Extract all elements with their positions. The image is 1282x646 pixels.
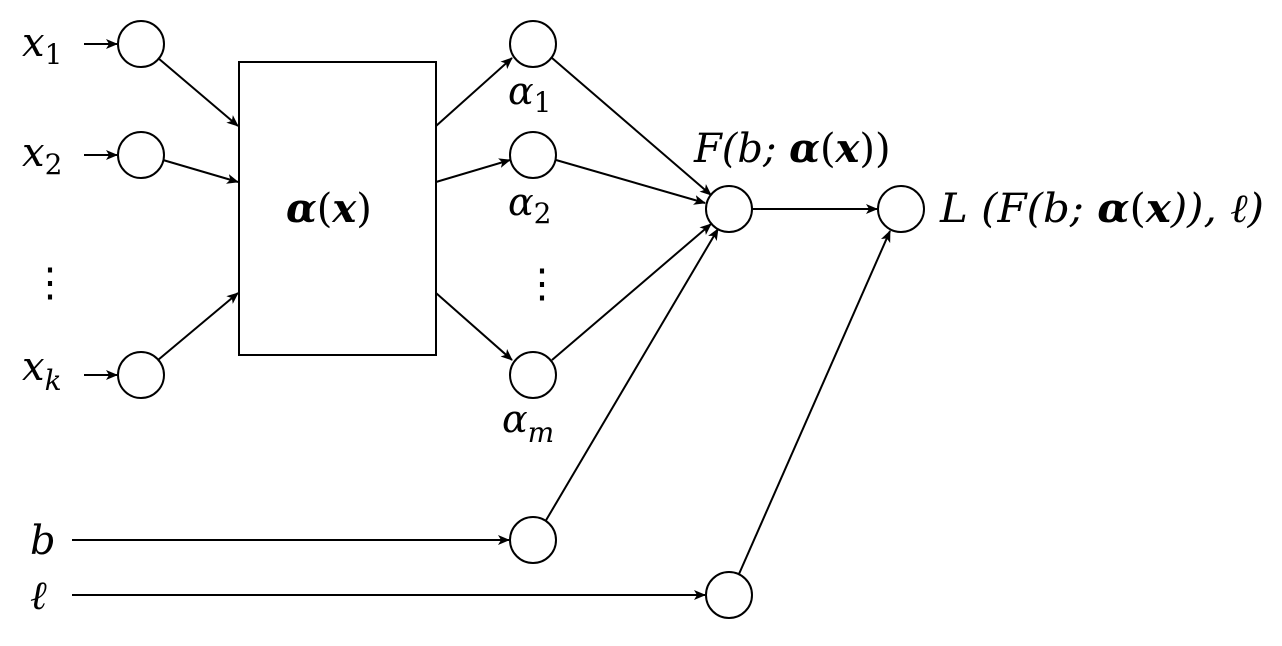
label-alpha-m-sub: m (528, 416, 555, 449)
edge-box-a1 (435, 57, 513, 127)
edge-a2-F (555, 159, 706, 205)
node-xk (117, 351, 165, 399)
box-label-close: ) (356, 186, 372, 232)
edge-l-L (738, 230, 891, 575)
node-F (705, 185, 753, 233)
node-b (509, 516, 557, 564)
label-xk: xk (22, 344, 62, 397)
label-L-alpha: α (1097, 185, 1129, 232)
label-x1-sub: 1 (45, 38, 63, 71)
label-x2-sub: 2 (45, 148, 63, 181)
label-F-part1: F(b; (693, 126, 789, 172)
edge-x2-box (162, 159, 239, 184)
label-L-x: x (1145, 185, 1172, 232)
label-F-alpha: α (789, 125, 820, 172)
label-xk-base: x (22, 344, 45, 390)
box-label-open: ( (317, 186, 333, 232)
label-xk-sub: k (45, 364, 62, 397)
label-F-part3: )) (859, 126, 890, 172)
edge-b-F (544, 228, 719, 523)
label-L-part2: ( (1129, 186, 1145, 232)
edge-x1-box (157, 57, 239, 127)
label-L-part1: L (F(b; (939, 186, 1097, 232)
edge-box-a2 (435, 158, 511, 183)
label-alphas-vdots: ⋮ (522, 261, 562, 307)
label-alpha-m: αm (502, 397, 554, 449)
label-l: ℓ (30, 573, 47, 619)
box-label-x: x (331, 185, 357, 232)
node-alpha-2 (509, 131, 557, 179)
label-F: F(b; α(x)) (693, 125, 891, 172)
node-x2 (117, 131, 165, 179)
box-label-alpha: α (286, 185, 317, 232)
label-L-part3: )), ℓ) (1170, 186, 1264, 232)
label-b: b (30, 518, 56, 564)
label-x1-base: x (22, 20, 45, 66)
label-alpha-2: α2 (508, 180, 552, 230)
edge-a1-F (551, 57, 712, 196)
edge-xk-box (157, 292, 239, 361)
node-L (877, 185, 925, 233)
node-x1 (117, 20, 165, 68)
edge-box-am (435, 292, 513, 361)
label-alpha-1-base: α (508, 69, 534, 113)
label-alpha-2-base: α (508, 180, 534, 224)
alpha-function-box (238, 61, 437, 356)
label-x2-base: x (22, 130, 45, 176)
label-L: L (F(b; α(x)), ℓ) (939, 185, 1264, 232)
node-l (705, 571, 753, 619)
label-alpha-2-sub: 2 (534, 197, 552, 230)
label-alpha-m-base: α (502, 397, 528, 441)
node-alpha-1 (509, 20, 557, 68)
label-F-part2: ( (820, 126, 836, 172)
box-label: α(x) (286, 185, 372, 232)
node-alpha-m (509, 351, 557, 399)
label-alpha-1: α1 (508, 69, 552, 119)
label-x2: x2 (22, 130, 62, 181)
label-x1: x1 (22, 20, 62, 71)
edge-am-F (551, 223, 712, 361)
label-alpha-1-sub: 1 (534, 86, 552, 119)
label-inputs-vdots: ⋮ (30, 260, 70, 306)
label-F-x: x (835, 125, 861, 172)
